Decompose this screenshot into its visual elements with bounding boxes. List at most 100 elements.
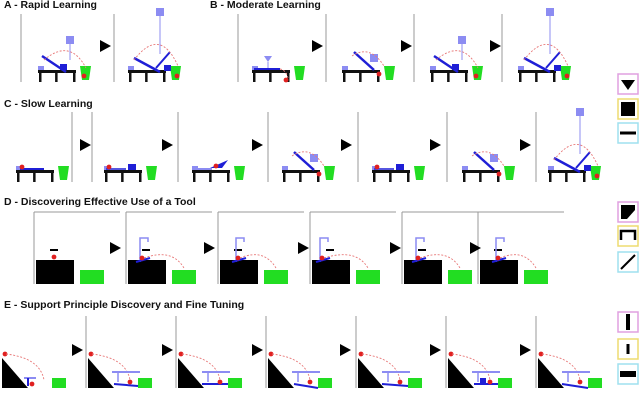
table-leg <box>209 173 212 182</box>
ball <box>448 351 454 357</box>
table-top <box>38 70 76 73</box>
goal-cup <box>234 166 245 180</box>
start-block <box>430 66 436 70</box>
table-leg <box>193 173 196 182</box>
table-leg <box>121 173 124 182</box>
horizontal-shape <box>620 371 636 377</box>
ball <box>174 73 180 79</box>
ball <box>307 379 313 385</box>
trajectory-path <box>133 43 179 67</box>
tool-legend <box>617 73 639 385</box>
table-top <box>104 170 142 173</box>
table-leg <box>139 173 142 182</box>
tool-block-hanging <box>458 36 466 44</box>
table-leg <box>299 173 302 182</box>
tool-block <box>164 65 171 71</box>
ball <box>538 351 544 357</box>
ramp-wedge <box>538 358 564 388</box>
arrow-icon <box>162 344 173 356</box>
table-leg <box>269 73 272 82</box>
hook-tool <box>415 237 425 262</box>
ledge-block <box>404 260 442 284</box>
arrow-icon <box>80 139 91 151</box>
arrow-icon <box>72 344 83 356</box>
goal-cup <box>472 66 483 80</box>
ball <box>213 163 219 169</box>
tool-bar <box>113 383 139 387</box>
panel-c-title: C - Slow Learning <box>4 98 93 110</box>
trajectory-path <box>451 353 491 381</box>
table-leg <box>39 73 42 82</box>
tool-block <box>60 64 67 70</box>
trajectory-path <box>361 353 401 381</box>
goal-cup <box>590 166 601 180</box>
arrow-icon <box>520 139 531 151</box>
panel-a-title: A - Rapid Learning <box>4 0 97 11</box>
vertical-bar-icon <box>626 314 630 330</box>
table-leg <box>51 173 54 182</box>
table-top <box>192 170 230 173</box>
goal-cup <box>384 66 395 80</box>
tool-block <box>480 378 486 384</box>
short-shape <box>626 344 630 354</box>
hook-tool <box>139 237 149 262</box>
hook-shape <box>619 229 637 240</box>
diagonal-line-icon <box>620 254 636 270</box>
arrow-icon <box>100 40 111 52</box>
arrow-icon <box>252 344 263 356</box>
table-leg <box>389 173 392 182</box>
bar-shape <box>620 131 636 135</box>
trajectory-path <box>279 68 289 79</box>
ramp-wedge <box>448 358 474 388</box>
table-top <box>518 70 556 73</box>
square-shape <box>621 102 635 116</box>
tool-block-hanging <box>546 8 554 16</box>
tool-bar <box>293 151 315 171</box>
trajectory-path <box>91 353 131 381</box>
goal-cup <box>324 166 335 180</box>
ball <box>88 351 94 357</box>
short-bar-icon <box>626 344 630 354</box>
ledge-block <box>128 260 166 284</box>
table-leg <box>535 73 538 82</box>
table-leg <box>55 73 58 82</box>
table-leg <box>317 173 320 182</box>
start-block <box>16 166 22 170</box>
ramp-wedge <box>178 358 204 388</box>
goal-area <box>408 378 422 388</box>
triangle-down-icon <box>621 80 635 90</box>
arrow-icon <box>490 40 501 52</box>
tool-bar <box>473 151 495 171</box>
trajectory-path <box>541 353 581 381</box>
corner-wedge-icon <box>621 205 635 219</box>
table-leg <box>497 173 500 182</box>
table-leg <box>163 73 166 82</box>
panel-c-frames <box>16 108 601 182</box>
trajectory-path <box>419 254 461 269</box>
ball <box>487 379 493 385</box>
trajectory-path <box>523 43 569 67</box>
ball <box>283 77 289 83</box>
ball <box>496 171 502 177</box>
ball <box>51 254 57 260</box>
table-leg <box>565 173 568 182</box>
goal-area <box>172 270 196 284</box>
table-top <box>342 70 380 73</box>
ball <box>374 164 380 170</box>
goal-area <box>498 378 512 388</box>
start-block <box>282 166 288 170</box>
table-top <box>16 170 54 173</box>
tool-bar <box>381 383 409 387</box>
tool-triangle <box>264 56 272 62</box>
tool-bar <box>523 56 551 74</box>
ball <box>397 379 403 385</box>
goal-cup <box>560 66 571 80</box>
sequence-arrows <box>72 40 531 356</box>
panel-d-frames <box>33 211 564 284</box>
ball <box>2 351 8 357</box>
diagonal-shape <box>620 254 636 270</box>
arrow-icon <box>252 139 263 151</box>
table-leg <box>377 73 380 82</box>
start-block <box>462 166 468 170</box>
table-top <box>128 70 166 73</box>
